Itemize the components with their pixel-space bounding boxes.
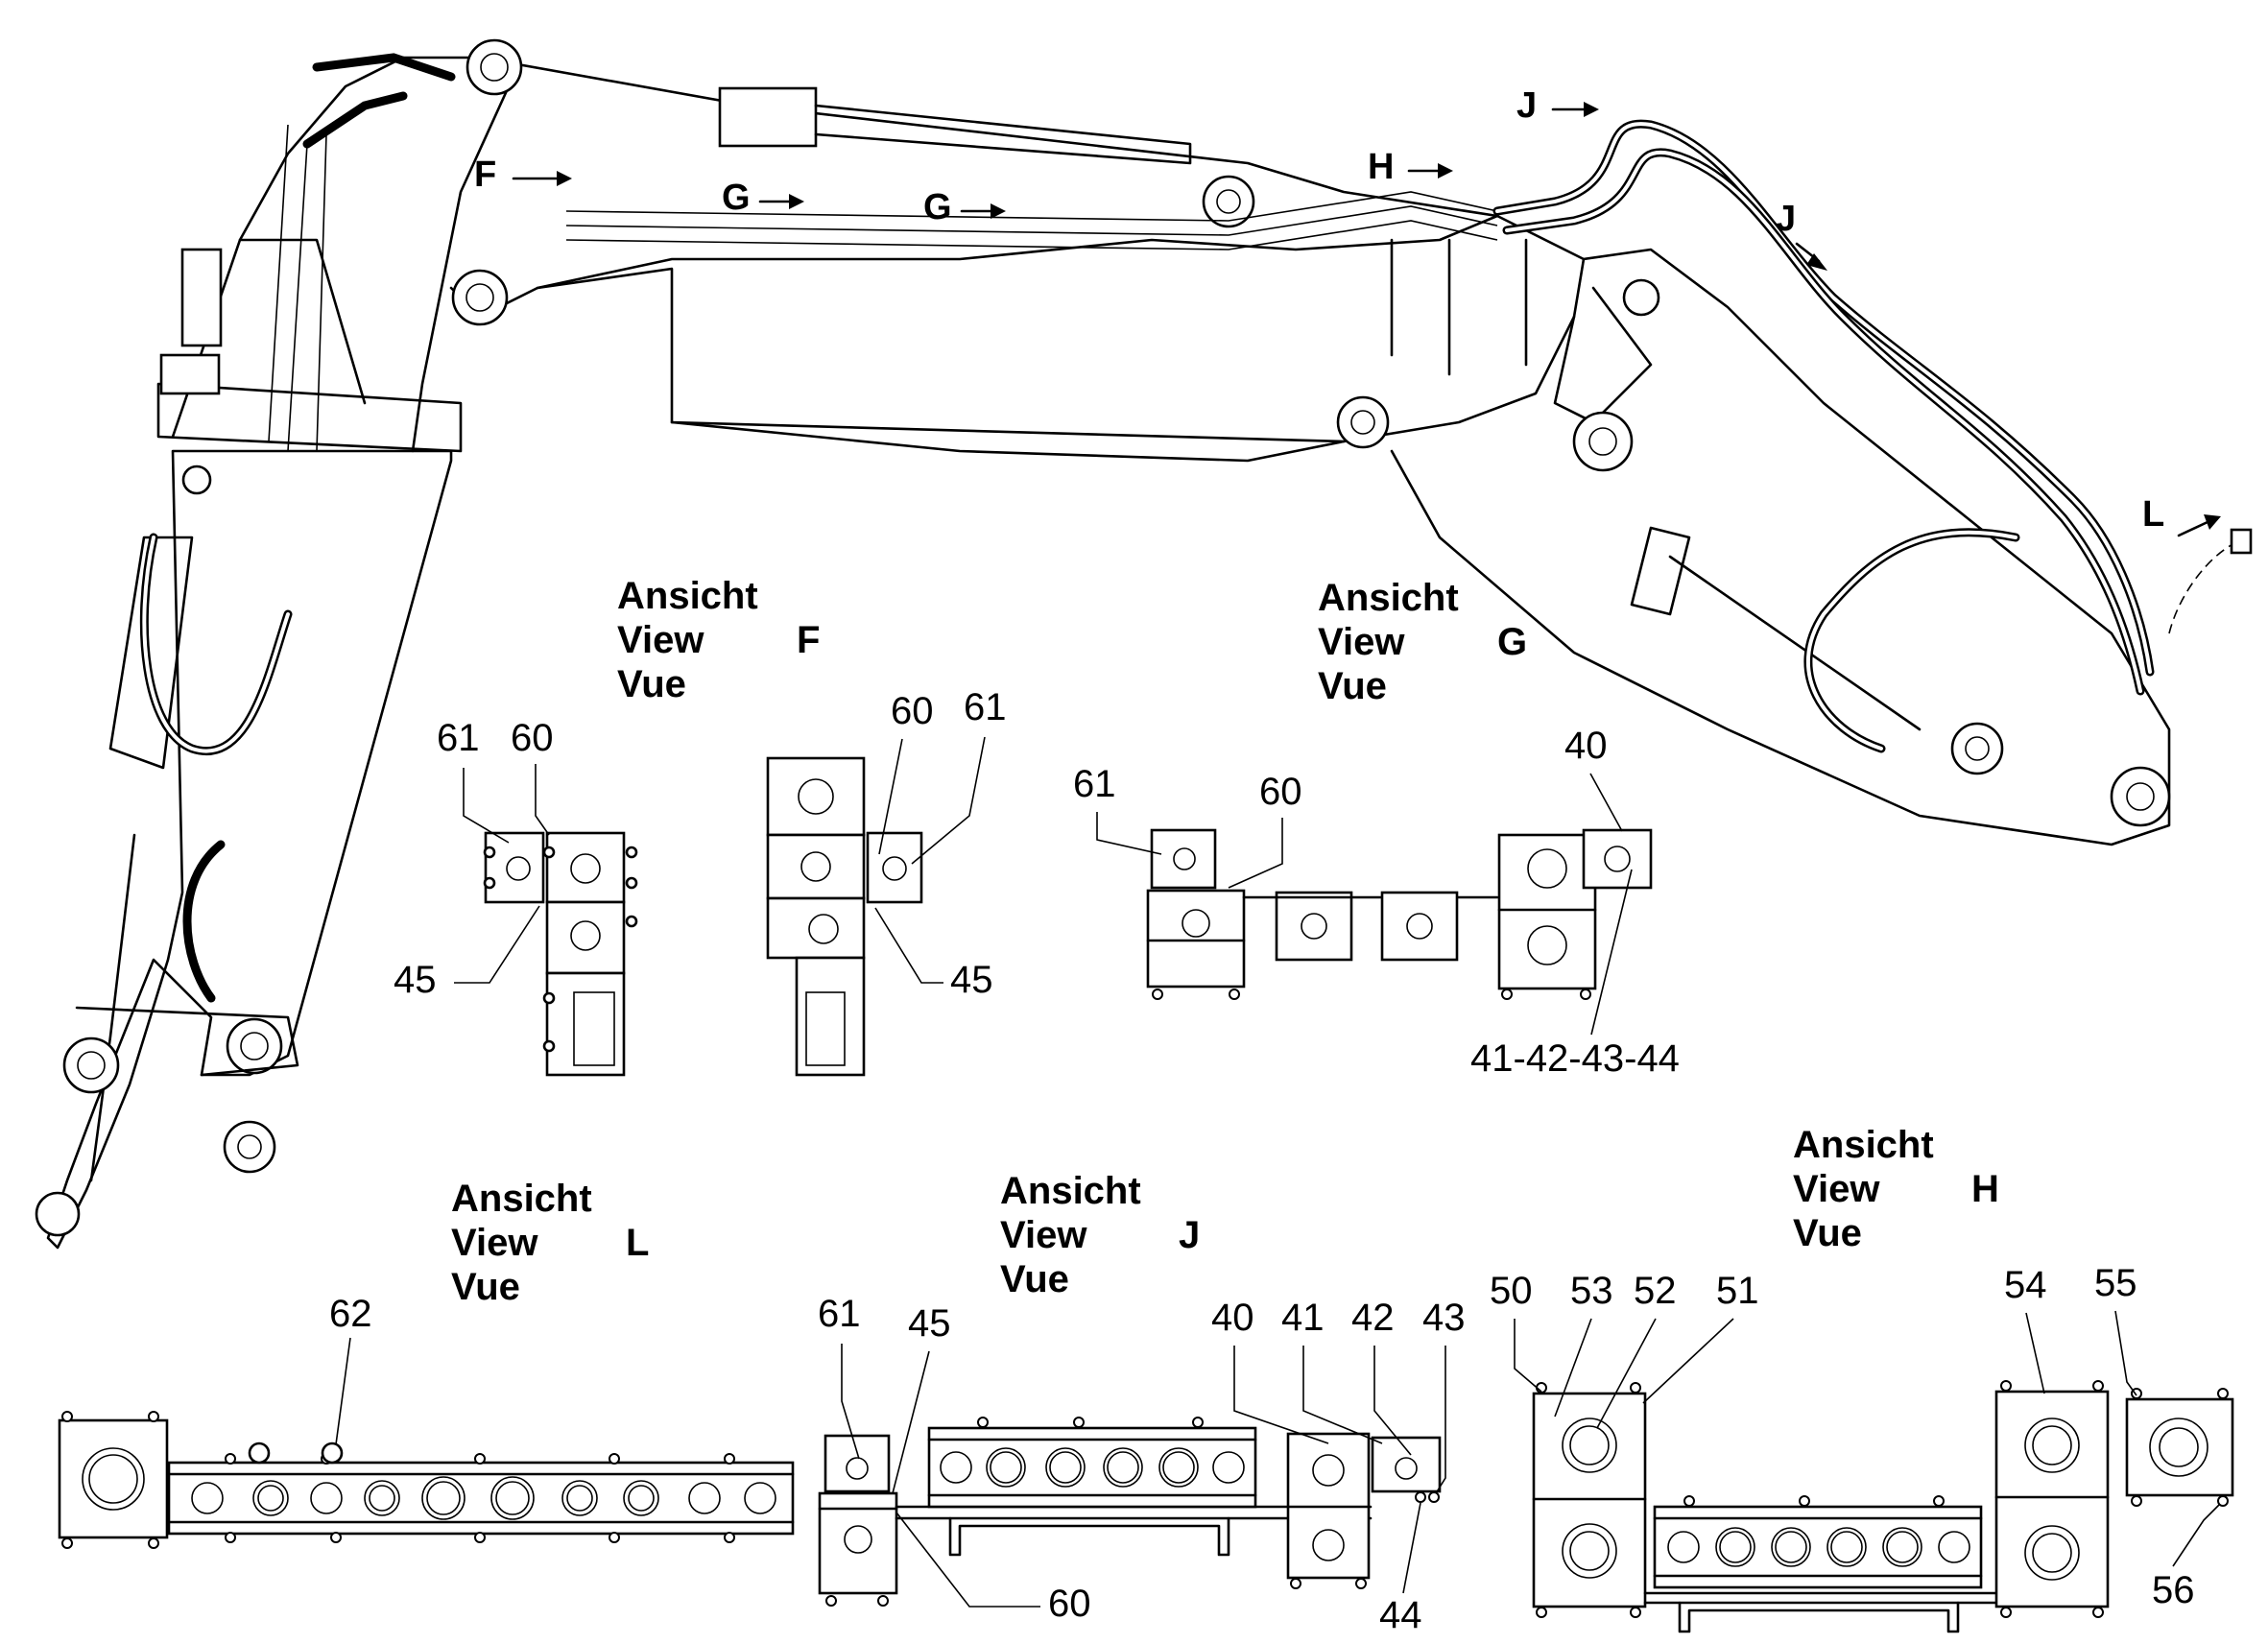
svg-text:View: View bbox=[617, 619, 704, 661]
arrow-label-g1: G bbox=[722, 178, 751, 218]
view-h-clamp: 50 53 52 51 54 55 56 bbox=[1490, 1262, 2234, 1633]
arrow-label-f: F bbox=[474, 155, 496, 195]
svg-text:View: View bbox=[1793, 1168, 1880, 1210]
svg-text:40: 40 bbox=[1211, 1297, 1254, 1339]
svg-text:J: J bbox=[1179, 1214, 1200, 1256]
svg-text:44: 44 bbox=[1379, 1594, 1422, 1636]
svg-text:52: 52 bbox=[1634, 1270, 1677, 1312]
svg-text:L: L bbox=[626, 1222, 649, 1264]
svg-text:45: 45 bbox=[950, 959, 993, 1001]
arrow-label-l: L bbox=[2142, 494, 2164, 535]
arrow-label-j1: J bbox=[1516, 85, 1537, 126]
view-g-label: Ansicht View Vue G bbox=[1318, 577, 1527, 707]
hydraulic-hoses bbox=[139, 53, 2253, 1003]
svg-text:42: 42 bbox=[1351, 1297, 1395, 1339]
svg-text:Ansicht: Ansicht bbox=[1318, 577, 1459, 619]
arrow-label-j2: J bbox=[1776, 199, 1796, 239]
view-f-left-clamp: 61 60 45 bbox=[394, 717, 638, 1077]
svg-text:Ansicht: Ansicht bbox=[451, 1178, 592, 1220]
svg-text:61: 61 bbox=[964, 686, 1007, 728]
svg-text:50: 50 bbox=[1490, 1270, 1533, 1312]
svg-text:43: 43 bbox=[1422, 1297, 1466, 1339]
view-j-clamp: 61 45 40 41 42 43 60 44 bbox=[818, 1293, 1466, 1636]
svg-text:54: 54 bbox=[2004, 1264, 2047, 1306]
svg-text:Vue: Vue bbox=[617, 663, 686, 705]
svg-text:60: 60 bbox=[511, 717, 554, 759]
svg-text:View: View bbox=[1318, 621, 1405, 663]
svg-text:60: 60 bbox=[1048, 1583, 1091, 1625]
svg-text:62: 62 bbox=[329, 1293, 372, 1335]
svg-text:61: 61 bbox=[437, 717, 480, 759]
svg-text:Ansicht: Ansicht bbox=[1000, 1170, 1141, 1212]
svg-text:Vue: Vue bbox=[1318, 665, 1387, 707]
view-l-label: Ansicht View Vue L bbox=[451, 1178, 649, 1308]
svg-text:55: 55 bbox=[2094, 1262, 2137, 1304]
svg-text:45: 45 bbox=[908, 1302, 951, 1345]
svg-text:Ansicht: Ansicht bbox=[617, 575, 758, 617]
view-f-right-clamp: 60 61 45 bbox=[766, 686, 1007, 1077]
boom-assembly bbox=[35, 38, 2171, 1250]
view-g-clamps: 61 60 40 41-42-43-44 bbox=[1073, 725, 1680, 1080]
svg-text:H: H bbox=[1971, 1168, 1999, 1210]
svg-text:G: G bbox=[1497, 621, 1527, 663]
svg-text:40: 40 bbox=[1564, 725, 1608, 767]
svg-text:53: 53 bbox=[1570, 1270, 1613, 1312]
svg-text:41: 41 bbox=[1281, 1297, 1325, 1339]
svg-text:51: 51 bbox=[1716, 1270, 1759, 1312]
view-j-label: Ansicht View Vue J bbox=[1000, 1170, 1200, 1300]
arrow-label-h: H bbox=[1368, 147, 1394, 187]
svg-text:Vue: Vue bbox=[451, 1266, 520, 1308]
svg-text:60: 60 bbox=[1259, 771, 1302, 813]
view-l-clamp: 62 bbox=[58, 1293, 795, 1549]
svg-text:View: View bbox=[1000, 1214, 1087, 1256]
svg-text:Vue: Vue bbox=[1000, 1258, 1069, 1300]
svg-text:56: 56 bbox=[2152, 1569, 2195, 1611]
view-f-label: Ansicht View Vue F bbox=[617, 575, 820, 705]
svg-text:F: F bbox=[797, 619, 820, 661]
arrow-label-g2: G bbox=[923, 187, 952, 227]
svg-text:45: 45 bbox=[394, 959, 437, 1001]
svg-text:60: 60 bbox=[891, 690, 934, 732]
view-h-label: Ansicht View Vue H bbox=[1793, 1124, 1999, 1254]
view-arrow-markers: F G G H J J L bbox=[474, 85, 2221, 537]
svg-text:Ansicht: Ansicht bbox=[1793, 1124, 1934, 1166]
svg-text:61: 61 bbox=[1073, 763, 1116, 805]
svg-text:41-42-43-44: 41-42-43-44 bbox=[1470, 1037, 1680, 1080]
svg-text:Vue: Vue bbox=[1793, 1212, 1862, 1254]
svg-text:View: View bbox=[451, 1222, 538, 1264]
svg-text:61: 61 bbox=[818, 1293, 861, 1335]
